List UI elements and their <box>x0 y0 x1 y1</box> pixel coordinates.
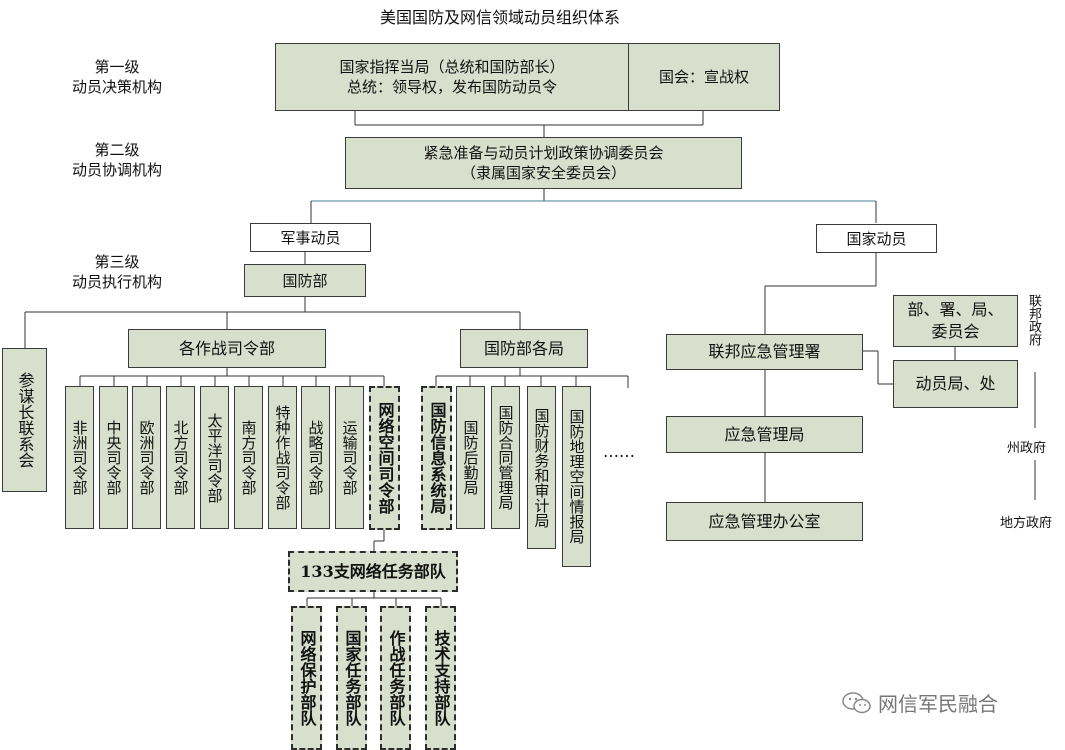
committee-line-2: （隶属国家安全委员会） <box>460 164 626 182</box>
level-3-name: 第三级 <box>94 253 140 271</box>
team-national-mission: 国家任务部队 <box>336 606 367 750</box>
combatant-commands-box: 各作战司令部 <box>128 329 326 368</box>
state-government-label: 州政府 <box>1007 441 1047 456</box>
jcs-box: 参谋长联系会 <box>2 348 47 492</box>
command-central: 中央司令部 <box>99 386 128 529</box>
team-combat-mission: 作战任务部队 <box>380 606 411 750</box>
agency-dla: 国防后勤局 <box>456 386 485 529</box>
command-africa: 非洲司令部 <box>65 386 94 529</box>
command-south: 南方司令部 <box>234 386 263 529</box>
dod-agencies-box: 国防部各局 <box>460 329 588 368</box>
agency-dfas: 国防财务和审计局 <box>527 386 556 549</box>
departments-text: 部、署、局、委员会 <box>907 300 1004 341</box>
coordination-committee-box: 紧急准备与动员计划政策协调委员会 （隶属国家安全委员会） <box>345 137 742 189</box>
command-europe: 欧洲司令部 <box>132 386 161 529</box>
fema-box: 联邦应急管理署 <box>666 334 863 370</box>
agency-nga: 国防地理空间情报局 <box>562 386 591 567</box>
congress-box: 国会：宣战权 <box>628 43 780 111</box>
level-3-desc: 动员执行机构 <box>71 273 162 291</box>
level-2-label: 第二级 动员协调机构 <box>62 140 172 180</box>
national-mobilization-box: 国家动员 <box>816 224 937 253</box>
cyber-mission-force-box: 133支网络任务部队 <box>288 551 458 592</box>
level-1-name: 第一级 <box>94 58 140 76</box>
level-1-desc: 动员决策机构 <box>71 78 162 96</box>
watermark: 网信军民融合 <box>842 688 998 717</box>
command-north: 北方司令部 <box>166 386 195 529</box>
team-technical-support: 技术支持部队 <box>425 606 456 750</box>
agency-dcma: 国防合同管理局 <box>491 386 520 529</box>
command-line-2: 总统：领导权，发布国防动员令 <box>346 78 557 96</box>
command-special-ops: 特种作战司令部 <box>268 386 297 529</box>
local-government-label: 地方政府 <box>1000 516 1053 531</box>
command-line-1: 国家指挥当局（总统和国防部长） <box>339 58 565 76</box>
level-2-desc: 动员协调机构 <box>71 161 162 179</box>
level-2-name: 第二级 <box>94 141 140 159</box>
military-mobilization-box: 军事动员 <box>250 223 371 252</box>
command-strategic: 战略司令部 <box>301 386 330 529</box>
wechat-icon <box>842 691 871 713</box>
level-3-label: 第三级 动员执行机构 <box>62 252 172 292</box>
cyber-command-box: 网络空间司令部 <box>369 386 400 530</box>
level-1-label: 第一级 动员决策机构 <box>62 57 172 97</box>
national-command-box: 国家指挥当局（总统和国防部长） 总统：领导权，发布国防动员令 <box>275 43 629 111</box>
team-cyber-protection: 网络保护部队 <box>291 606 322 750</box>
emergency-bureau-box: 应急管理局 <box>666 416 863 453</box>
watermark-text: 网信军民融合 <box>878 692 998 716</box>
agency-disa: 国防信息系统局 <box>421 386 452 530</box>
diagram-title: 美国国防及网信领域动员组织体系 <box>380 8 621 27</box>
more-agencies-ellipsis: …… <box>603 442 635 461</box>
emergency-office-box: 应急管理办公室 <box>666 502 863 541</box>
mobilization-bureau-box: 动员局、处 <box>893 360 1018 408</box>
committee-line-1: 紧急准备与动员计划政策协调委员会 <box>423 144 664 162</box>
command-pacific: 太平洋司令部 <box>200 386 229 529</box>
dod-box: 国防部 <box>244 264 366 297</box>
command-transport: 运输司令部 <box>335 386 364 529</box>
federal-government-label: 联邦政府 <box>1026 294 1041 346</box>
departments-box: 部、署、局、委员会 <box>893 295 1018 347</box>
